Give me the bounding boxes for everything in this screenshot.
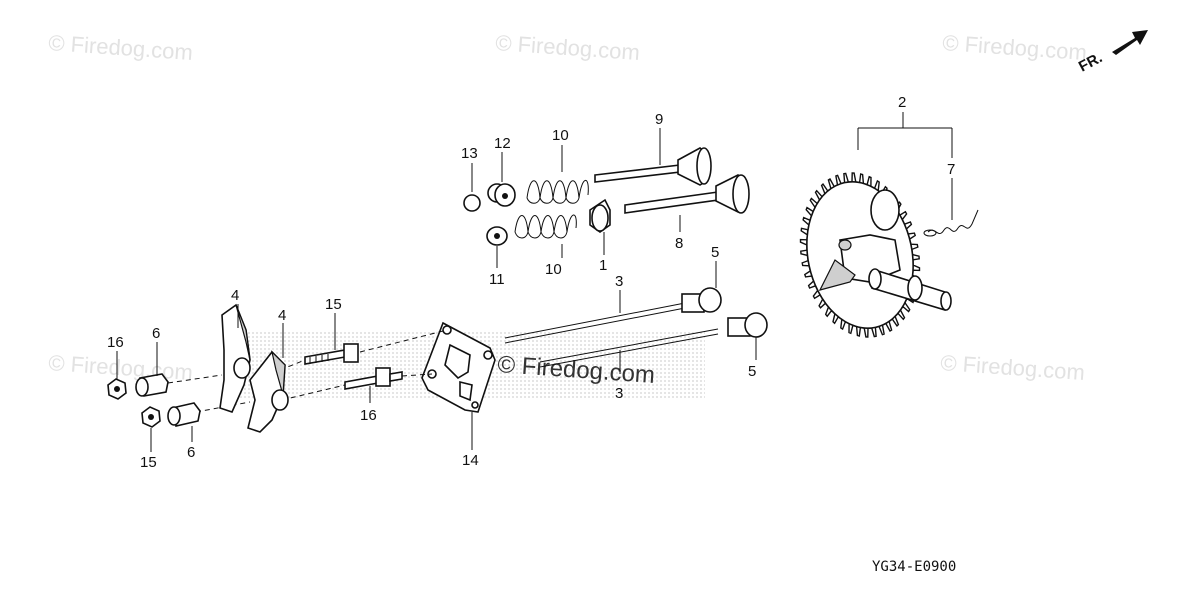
valve-stem-seal (589, 198, 611, 233)
rocker-stud-upper (304, 343, 359, 365)
callout-5-lower: 5 (748, 363, 756, 380)
callout-6-lower: 6 (187, 444, 195, 461)
callout-10-lower: 10 (545, 261, 562, 278)
callout-16-lower: 15 (140, 454, 157, 471)
callout-2: 2 (898, 94, 906, 111)
callout-6-upper: 6 (152, 325, 160, 342)
leader-lines (116, 112, 953, 452)
diagram-code: YG34-E0900 (872, 559, 956, 575)
assembly-line (359, 329, 448, 353)
watermark-text: © Firedog.com (942, 30, 1088, 65)
assembly-line (281, 384, 346, 401)
callout-16-upper: 16 (107, 334, 124, 351)
rocker-arm-upper (219, 303, 251, 413)
governor-spring (923, 209, 979, 237)
camshaft-gear (799, 172, 952, 338)
retainer-upper (487, 183, 516, 207)
callout-12: 12 (494, 135, 511, 152)
callout-13: 13 (461, 145, 478, 162)
callout-1: 1 (599, 257, 607, 274)
valve-intake (624, 174, 750, 214)
rocker-nut-lower (141, 406, 161, 428)
callout-3-lower: 3 (615, 385, 623, 402)
watermark-text: © Firedog.com (940, 350, 1086, 385)
retainer-lower (486, 226, 508, 246)
push-rod-lower (539, 328, 719, 368)
callout-5-upper: 5 (711, 244, 719, 261)
rocker-arm-lower (247, 350, 289, 433)
callout-7: 7 (947, 161, 955, 178)
callout-4-upper: 4 (231, 287, 239, 304)
rocker-stud-lower (344, 367, 403, 390)
callout-9: 9 (655, 111, 663, 128)
watermark-text: © Firedog.com (48, 350, 194, 385)
rocker-pivot-lower (167, 402, 201, 427)
pushrod-guide-plate (421, 321, 496, 413)
callout-3-upper: 3 (615, 273, 623, 290)
valve-cap (463, 194, 481, 212)
valve-spring-upper (526, 179, 589, 204)
rocker-pivot-upper (135, 373, 169, 397)
watermark-text: © Firedog.com (495, 30, 641, 65)
front-arrow-icon (1112, 30, 1148, 55)
callout-10-upper: 10 (552, 127, 569, 144)
callout-15-upper: 15 (325, 296, 342, 313)
callout-15-lower: 16 (360, 407, 377, 424)
callout-8: 8 (675, 235, 683, 252)
tappet-upper (681, 287, 722, 313)
push-rod-upper (504, 302, 686, 344)
tappet-lower (727, 312, 768, 338)
rocker-nut-upper (107, 378, 127, 400)
callout-11: 11 (489, 271, 505, 288)
valve-spring-lower (514, 214, 577, 239)
callout-14: 14 (462, 452, 479, 469)
assembly-line (167, 374, 223, 384)
callout-4-lower: 4 (278, 307, 286, 324)
valve-exhaust (594, 147, 712, 186)
watermark-text: © Firedog.com (48, 30, 194, 65)
